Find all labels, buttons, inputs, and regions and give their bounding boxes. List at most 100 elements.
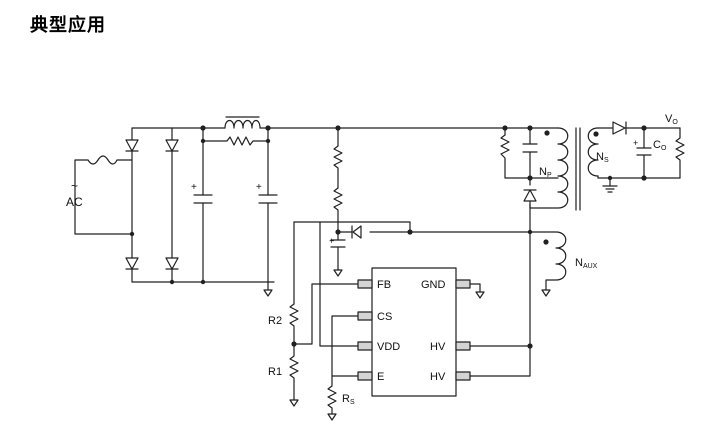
filter-resistor-icon <box>202 136 269 146</box>
ic-pin-cs <box>357 311 373 321</box>
cap-c1-plus: + <box>191 182 197 193</box>
filter-inductor-icon <box>224 119 261 129</box>
ic-pin-gnd <box>455 279 471 289</box>
cs-wire <box>331 315 359 377</box>
junction-dot <box>641 125 647 131</box>
ac-label: AC <box>66 195 83 209</box>
secondary-dot-marker <box>593 131 599 137</box>
pin-label-hv2: HV <box>430 371 446 383</box>
junction-dot <box>200 138 206 144</box>
junction-dot <box>335 125 341 131</box>
ground-icon <box>263 281 273 297</box>
ic-pin-e <box>357 371 373 381</box>
junction-dot <box>200 125 206 131</box>
aux-diode-icon <box>351 225 362 239</box>
fb-wire <box>293 283 359 345</box>
filter-cap-c2-icon <box>258 194 278 204</box>
primary-snubber: NP <box>500 125 569 209</box>
snubber-cap-icon <box>522 143 538 153</box>
vdd-cap-plus: + <box>329 236 334 246</box>
ic-pin-vdd <box>357 341 373 351</box>
ac-source-wire <box>74 155 133 235</box>
current-sense: RS <box>327 315 359 421</box>
resistor-r2-icon <box>289 303 299 345</box>
naux-label: NAUX <box>575 257 598 270</box>
ground-icon <box>475 291 485 299</box>
pin-label-vdd: VDD <box>377 341 400 353</box>
junction-dot <box>169 279 175 285</box>
junction-dot <box>641 175 647 181</box>
rs-label: RS <box>342 393 355 406</box>
hv-pin-wires <box>469 203 531 377</box>
secondary-winding-icon <box>587 127 599 177</box>
ac-source: ~ AC <box>66 155 133 235</box>
co-label: CO <box>653 139 667 152</box>
startup-resistor-lower-icon <box>333 187 343 223</box>
filter-cap-c1-icon <box>193 194 213 204</box>
startup-chain: + <box>293 125 529 305</box>
ground-icon <box>602 185 618 193</box>
resistor-rs-icon <box>327 375 337 415</box>
pin-label-gnd: GND <box>421 279 446 291</box>
junction-dot <box>200 279 206 285</box>
cap-c2-plus: + <box>256 182 262 193</box>
resistor-r1-icon <box>289 343 299 401</box>
bridge-diode-d3-icon <box>125 257 139 270</box>
snubber-resistor-icon <box>500 134 510 163</box>
output-diode-icon <box>612 121 627 135</box>
r2-label: R2 <box>268 315 282 327</box>
transformer-core <box>575 127 581 211</box>
bridge-diode-d2-icon <box>165 139 179 152</box>
junction-dot <box>265 125 271 131</box>
ic-pin-fb <box>357 279 373 289</box>
junction-dot <box>607 175 613 181</box>
ic-pin-hv2 <box>455 371 471 381</box>
controller-ic: FB CS VDD E GND HV HV <box>357 203 533 397</box>
vdd-pin-wire <box>293 221 359 347</box>
filter-cap-wires <box>202 127 269 283</box>
bridge-diode-d1-icon <box>125 139 139 152</box>
pin-label-cs: CS <box>377 311 392 323</box>
vdd-cap-icon <box>330 231 346 271</box>
aux-winding-icon <box>527 231 567 291</box>
secondary-output: NS + CO VO <box>587 113 685 193</box>
snubber-wires <box>504 127 559 186</box>
load-resistor-icon <box>675 127 685 179</box>
ground-icon <box>541 289 551 297</box>
gnd-pin-wire <box>469 283 481 293</box>
snubber-diode-icon <box>523 189 537 202</box>
junction-dot <box>527 343 533 349</box>
aux-winding: NAUX <box>527 231 598 297</box>
r1-label: R1 <box>268 366 282 378</box>
feedback-divider: R2 R1 <box>268 221 359 407</box>
junction-dot <box>502 125 508 131</box>
pin-label-e: E <box>377 371 384 383</box>
input-filter: + + <box>169 116 559 297</box>
ground-icon <box>289 399 299 407</box>
startup-resistor-upper-icon <box>333 127 343 189</box>
bridge-rectifier <box>125 127 275 283</box>
bridge-wires <box>131 127 275 283</box>
ground-icon <box>333 269 343 277</box>
primary-dot-marker <box>544 130 550 136</box>
section-heading: 典型应用 <box>30 15 106 36</box>
junction-dot <box>527 175 533 181</box>
output-cap-icon <box>636 127 652 179</box>
bridge-junction-dot <box>129 231 135 237</box>
np-label: NP <box>539 166 552 179</box>
aux-dot-marker <box>543 239 549 245</box>
vo-label: VO <box>665 113 678 126</box>
co-plus: + <box>633 138 638 148</box>
ns-label: NS <box>596 151 609 164</box>
ground-icon <box>327 413 337 421</box>
pin-label-hv1: HV <box>430 341 446 353</box>
ic-body <box>371 267 457 397</box>
ic-pin-hv1 <box>455 341 471 351</box>
junction-dot <box>265 138 271 144</box>
bridge-diode-d4-icon <box>165 257 179 270</box>
pin-label-fb: FB <box>377 279 391 291</box>
ac-tilde-label: ~ <box>71 179 78 193</box>
junction-dot <box>407 229 413 235</box>
